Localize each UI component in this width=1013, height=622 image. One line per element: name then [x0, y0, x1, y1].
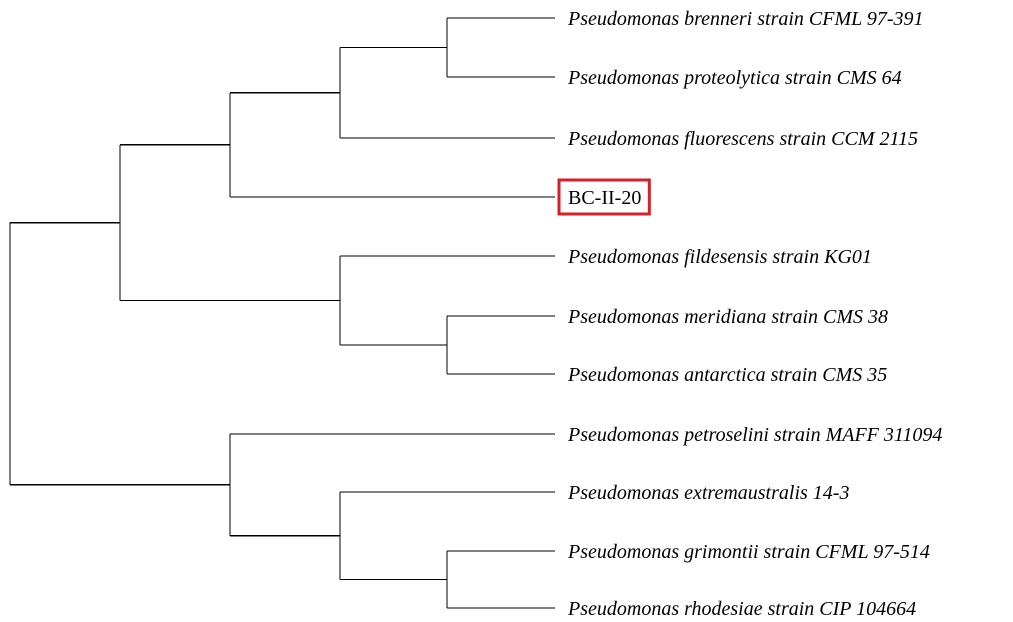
- tree-branches: [9, 17, 555, 609]
- highlight-box: [557, 178, 651, 216]
- leaf-label-fluorescens: Pseudomonas fluorescens strain CCM 2115: [567, 128, 918, 150]
- leaf-label-fildesensis: Pseudomonas fildesensis strain KG01: [567, 246, 872, 268]
- leaf-label-rhodesiae: Pseudomonas rhodesiae strain CIP 104664: [567, 598, 916, 620]
- leaf-label-proteolytica: Pseudomonas proteolytica strain CMS 64: [567, 67, 902, 89]
- leaf-label-extremaustralis: Pseudomonas extremaustralis 14-3: [567, 482, 849, 504]
- leaf-label-bc-ii-20: BC-II-20: [568, 187, 641, 209]
- leaf-labels: Pseudomonas brenneri strain CFML 97-391 …: [567, 8, 942, 620]
- leaf-label-petroselini: Pseudomonas petroselini strain MAFF 3110…: [567, 424, 942, 446]
- leaf-label-meridiana: Pseudomonas meridiana strain CMS 38: [567, 306, 888, 328]
- leaf-label-grimontii: Pseudomonas grimontii strain CFML 97-514: [567, 541, 930, 563]
- leaf-label-antarctica: Pseudomonas antarctica strain CMS 35: [567, 364, 887, 386]
- leaf-label-brenneri: Pseudomonas brenneri strain CFML 97-391: [567, 8, 924, 30]
